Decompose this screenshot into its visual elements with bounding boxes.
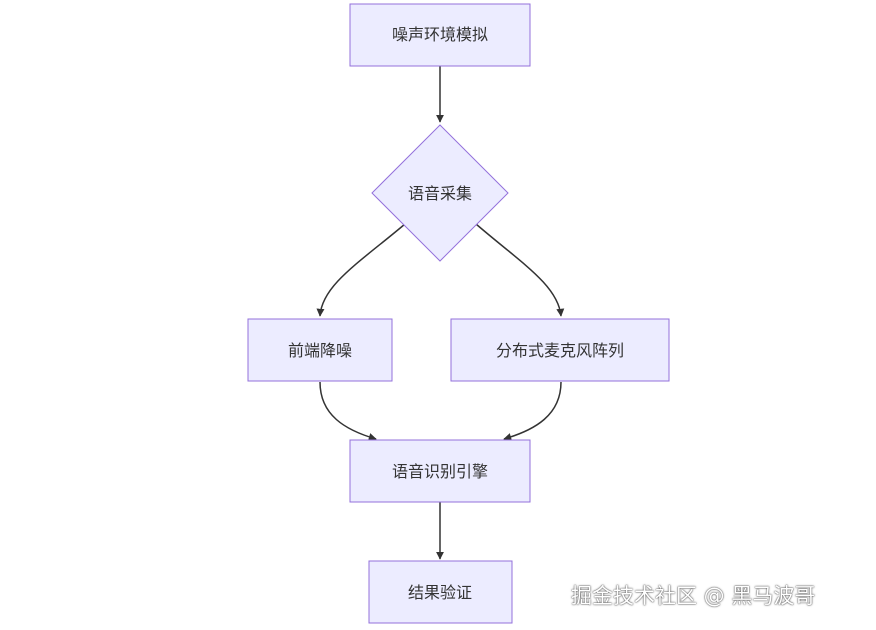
node-mic-array-label: 分布式麦克风阵列: [496, 341, 624, 360]
node-asr-engine-label: 语音识别引擎: [392, 462, 488, 481]
watermark: 掘金技术社区 @ 黑马波哥: [571, 584, 816, 608]
edge-mic-array-to-asr: [503, 381, 562, 441]
node-asr-engine[interactable]: 语音识别引擎: [349, 439, 531, 503]
node-result-verify[interactable]: 结果验证: [368, 560, 513, 624]
node-noise-simulation-label: 噪声环境模拟: [392, 25, 488, 44]
node-noise-simulation[interactable]: 噪声环境模拟: [349, 3, 531, 67]
edge-capture-to-mic-array: [475, 223, 565, 317]
node-frontend-denoise-label: 前端降噪: [288, 341, 352, 360]
node-mic-array[interactable]: 分布式麦克风阵列: [450, 318, 670, 382]
node-result-verify-label: 结果验证: [408, 583, 472, 602]
node-voice-capture[interactable]: 语音采集: [371, 124, 509, 262]
edge-denoise-to-asr: [319, 381, 377, 441]
node-frontend-denoise[interactable]: 前端降噪: [247, 318, 393, 382]
node-voice-capture-label: 语音采集: [408, 184, 472, 203]
edge-capture-to-denoise: [316, 223, 406, 317]
